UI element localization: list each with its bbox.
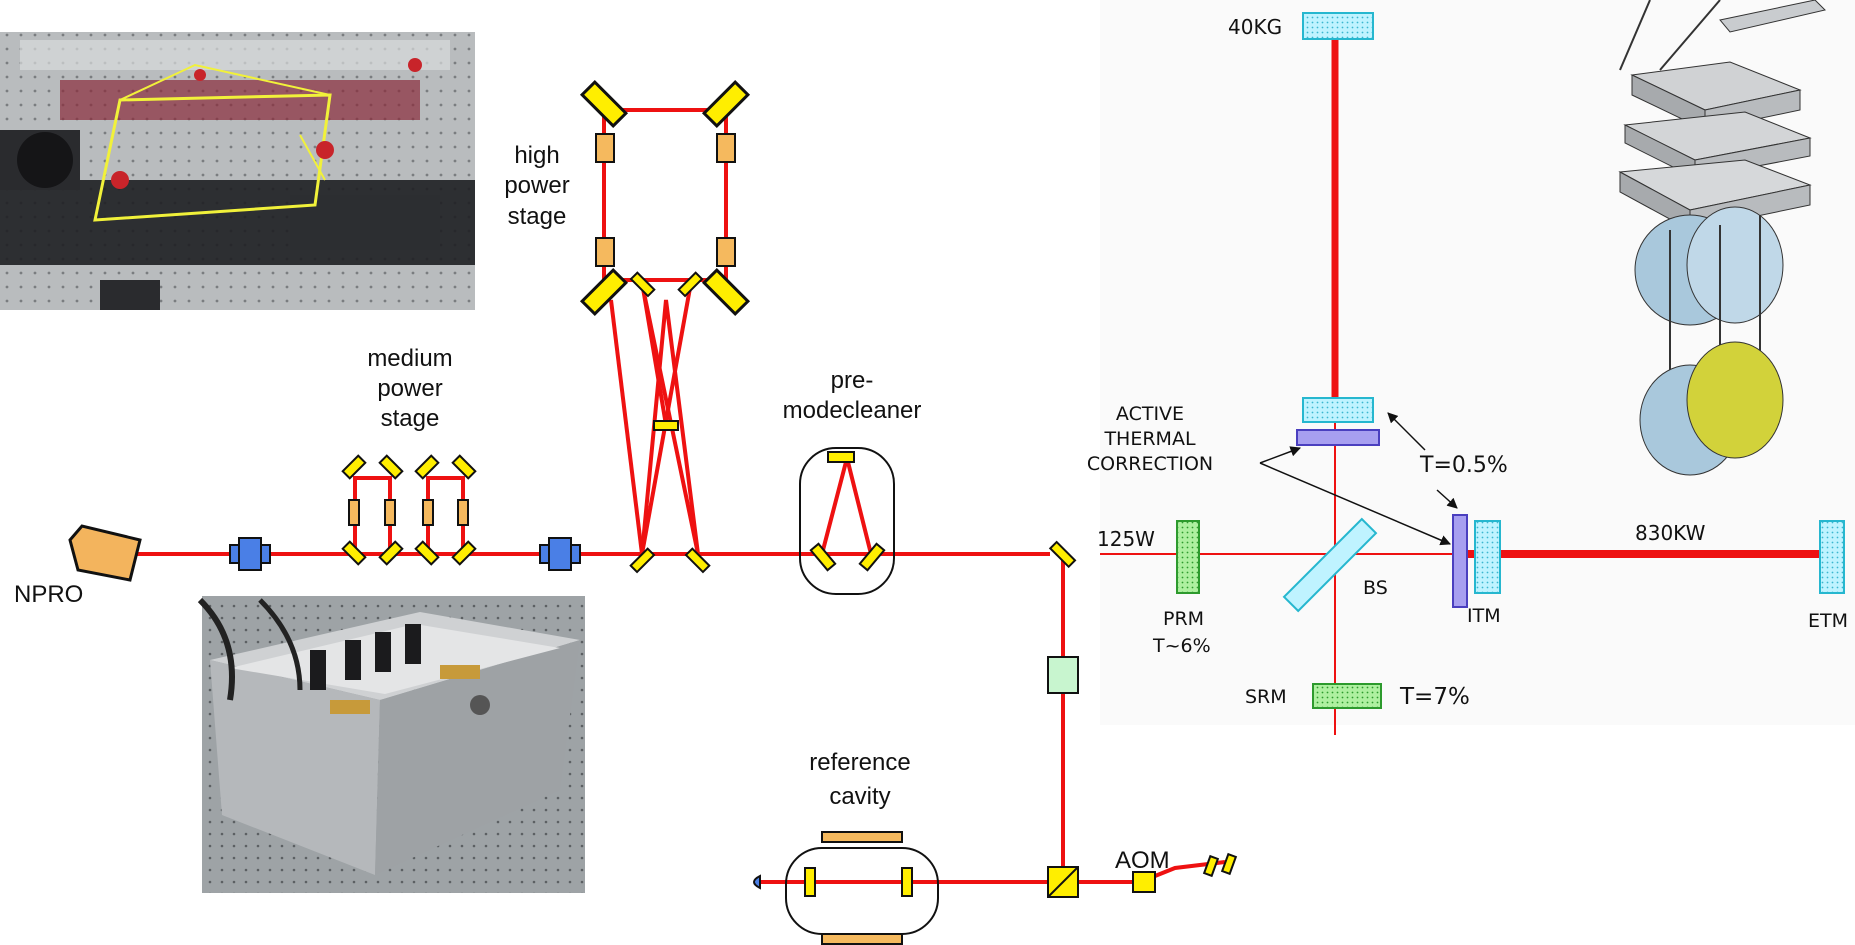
medium-power-stage xyxy=(343,456,476,565)
medium-stage-label-3: stage xyxy=(381,405,440,432)
prm-mirror xyxy=(1177,521,1199,593)
npro-laser xyxy=(70,526,140,580)
premodecleaner-label-1: pre- xyxy=(831,367,874,394)
etm-mirror xyxy=(1820,521,1844,593)
faraday-isolator-icon xyxy=(230,538,270,570)
itm-mirror xyxy=(1475,521,1500,593)
medium-stage-label-2: power xyxy=(377,375,442,402)
etm-label: ETM xyxy=(1808,610,1848,632)
atc-label-1: ACTIVE xyxy=(1116,403,1184,425)
prm-label: PRM xyxy=(1163,608,1204,630)
atc-label-2: THERMAL xyxy=(1103,428,1195,450)
itm-transmission-label: T=0.5% xyxy=(1419,453,1508,478)
arm-power-label: 830KW xyxy=(1635,521,1706,545)
itm-compensation-plate xyxy=(1453,515,1467,607)
npro-label: NPRO xyxy=(14,581,83,608)
bs-label: BS xyxy=(1363,577,1388,599)
high-stage-label-1: high xyxy=(514,142,559,169)
faraday-isolator-icon xyxy=(540,538,580,570)
srm-mirror xyxy=(1313,684,1381,708)
mode-matching-box xyxy=(1048,657,1078,693)
photo-amplifier-table xyxy=(0,32,475,310)
high-stage-label-2: power xyxy=(504,172,569,199)
beamsplitter-cube xyxy=(1048,867,1078,897)
atc-label-3: CORRECTION xyxy=(1087,453,1213,475)
thermal-compensation-plate xyxy=(1297,430,1379,445)
suspension-mass-label: 40KG xyxy=(1228,15,1282,39)
srm-label: SRM xyxy=(1245,686,1287,708)
input-power-label: 125W xyxy=(1097,527,1155,551)
premodecleaner-label-2: modecleaner xyxy=(783,397,922,424)
srm-transmission-label: T=7% xyxy=(1399,684,1470,710)
high-stage-label-3: stage xyxy=(508,203,567,230)
aom-mirrors xyxy=(1204,854,1236,876)
suspension-mass-40kg xyxy=(1303,13,1373,39)
upper-test-mass xyxy=(1303,398,1373,422)
itm-label: ITM xyxy=(1467,605,1501,627)
reference-cavity-label-1: reference xyxy=(809,749,910,776)
prm-transmission-label: T~6% xyxy=(1152,635,1211,657)
premodecleaner xyxy=(800,448,894,594)
reference-cavity-label-2: cavity xyxy=(829,783,890,810)
aom-crystal xyxy=(1133,872,1155,892)
reference-cavity xyxy=(754,832,938,944)
photo-laser-box xyxy=(200,596,585,893)
high-power-stage xyxy=(582,82,748,430)
aom-label: AOM xyxy=(1115,847,1170,874)
medium-stage-label-1: medium xyxy=(367,345,452,372)
